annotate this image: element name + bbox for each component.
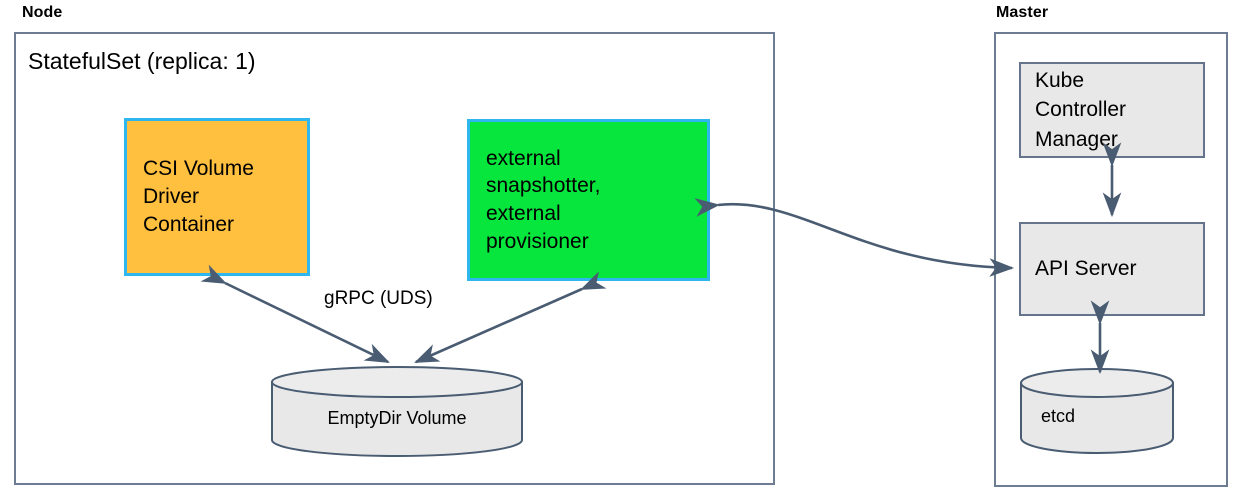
kube-controller-manager-label: Kube Controller Manager xyxy=(1035,68,1127,151)
master-group-label: Master xyxy=(996,4,1049,21)
api-server-box[interactable]: API Server xyxy=(1019,222,1205,316)
node-group-label: Node xyxy=(22,4,63,21)
csi-volume-driver-container-label: CSI Volume Driver Container xyxy=(143,157,254,236)
etcd-cylinder[interactable]: etcd xyxy=(1019,368,1175,454)
external-snapshotter-provisioner-box[interactable]: external snapshotter, external provision… xyxy=(467,119,710,281)
emptydir-volume-cylinder[interactable]: EmptyDir Volume xyxy=(270,366,524,457)
etcd-label: etcd xyxy=(1041,406,1076,426)
csi-volume-driver-container-box[interactable]: CSI Volume Driver Container xyxy=(124,118,310,276)
external-snapshotter-provisioner-label: external snapshotter, external provision… xyxy=(486,146,601,253)
statefulset-title: StatefulSet (replica: 1) xyxy=(28,48,256,74)
api-server-label: API Server xyxy=(1035,257,1137,281)
kube-controller-manager-box[interactable]: Kube Controller Manager xyxy=(1019,62,1205,158)
emptydir-volume-label: EmptyDir Volume xyxy=(327,408,467,428)
grpc-uds-label: gRPC (UDS) xyxy=(324,288,433,309)
cylinder-shape xyxy=(271,366,523,457)
